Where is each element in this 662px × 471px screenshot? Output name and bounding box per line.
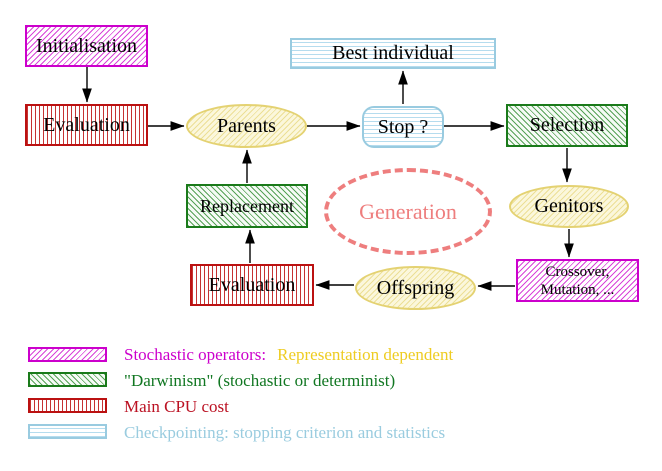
node-label: Initialisation xyxy=(35,34,138,57)
generation-loop-ellipse: Generation xyxy=(324,168,492,255)
legend-item-darwinism: "Darwinism" (stochastic or determinist) xyxy=(124,371,396,390)
node-stop: Stop ? xyxy=(362,106,444,148)
legend-swatch-darwinism xyxy=(28,372,107,387)
node-evaluation-top: Evaluation xyxy=(25,104,148,146)
node-best-individual: Best individual xyxy=(290,38,496,69)
node-offspring: Offspring xyxy=(355,266,476,310)
node-label: Replacement xyxy=(200,195,294,216)
node-label: Best individual xyxy=(332,42,454,64)
node-label-line1: Crossover, xyxy=(545,263,610,280)
node-label: Evaluation xyxy=(43,113,130,136)
legend-swatch-main-cpu-cost xyxy=(28,398,107,413)
node-label: Genitors xyxy=(534,195,604,217)
node-replacement: Replacement xyxy=(186,184,308,228)
node-parents: Parents xyxy=(186,104,307,148)
node-label-line2: Mutation, ... xyxy=(540,281,615,298)
node-genitors: Genitors xyxy=(509,185,629,228)
legend-swatch-checkpointing xyxy=(28,424,107,439)
legend-item-main-cpu-cost: Main CPU cost xyxy=(124,397,229,416)
node-label: Stop ? xyxy=(377,115,429,138)
generation-label: Generation xyxy=(359,198,457,224)
node-label: Parents xyxy=(217,114,276,137)
legend-item-checkpointing: Checkpointing: stopping criterion and st… xyxy=(124,423,446,442)
node-label: Offspring xyxy=(376,276,455,299)
node-initialisation: Initialisation xyxy=(25,25,148,67)
node-label: Evaluation xyxy=(208,273,296,296)
node-selection: Selection xyxy=(506,104,628,147)
legend-label-secondary: Representation dependent xyxy=(277,345,454,364)
node-crossover-mutation: Crossover, Mutation, ... xyxy=(516,259,639,302)
legend-label: Stochastic operators: xyxy=(124,345,267,364)
node-evaluation-bottom: Evaluation xyxy=(190,264,314,306)
node-label: Selection xyxy=(529,114,605,136)
legend-item-stochastic-operators: Stochastic operators: Representation depe… xyxy=(124,345,453,365)
legend-swatch-stochastic-operators xyxy=(28,347,107,362)
